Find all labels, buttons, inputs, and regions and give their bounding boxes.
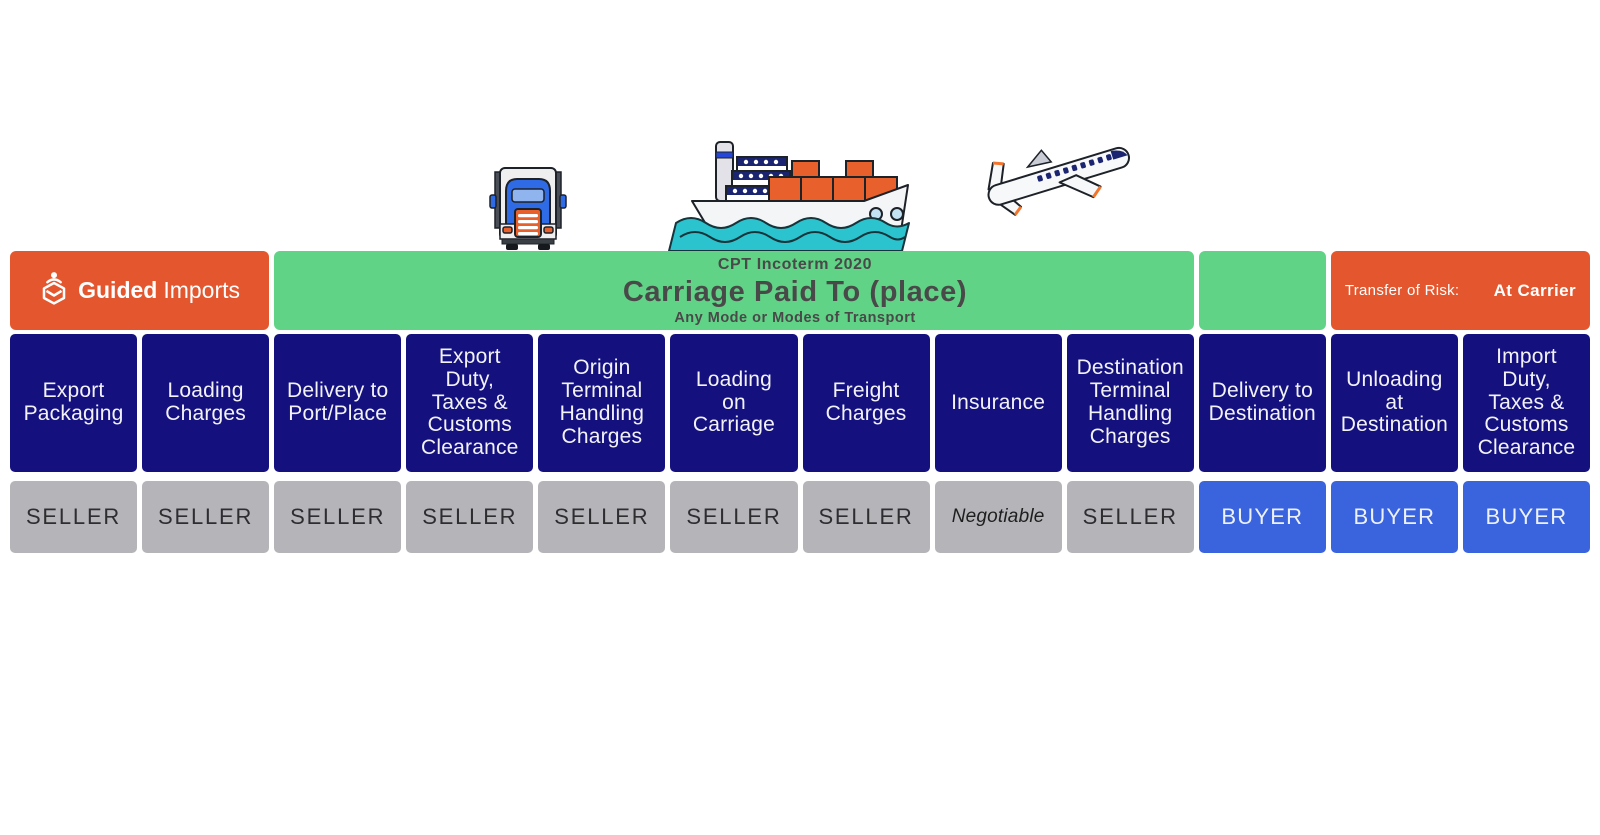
- party-cell: SELLER: [274, 481, 402, 553]
- party-cell-negotiable: Negotiable: [934, 481, 1062, 553]
- cost-cell-delivery-to-port: Delivery to Port/Place: [274, 334, 402, 472]
- cost-cell-loading-on-carriage: Loading on Carriage: [670, 334, 798, 472]
- risk-label: Transfer of Risk:: [1344, 282, 1460, 299]
- party-cell: SELLER: [406, 481, 534, 553]
- banner-green-extension: [1198, 251, 1326, 330]
- brand-name-bold: Guided: [78, 277, 158, 303]
- banner-green-main: [274, 251, 1194, 330]
- cost-cell-freight-charges: Freight Charges: [802, 334, 930, 472]
- guided-imports-logo-icon: [39, 271, 69, 310]
- brand-name-regular: Imports: [163, 277, 241, 303]
- party-row: SELLER SELLER SELLER SELLER SELLER SELLE…: [10, 481, 1590, 553]
- airplane-icon: [980, 134, 1140, 220]
- transfer-of-risk-badge: Transfer of Risk: At Carrier: [1330, 251, 1590, 330]
- cost-cell-origin-terminal: Origin Terminal Handling Charges: [538, 334, 666, 472]
- party-cell: BUYER: [1462, 481, 1590, 553]
- party-cell: BUYER: [1198, 481, 1326, 553]
- cargo-ship-icon: [664, 139, 914, 255]
- party-cell: SELLER: [10, 481, 138, 553]
- cost-cell-loading-charges: Loading Charges: [142, 334, 270, 472]
- party-cell: SELLER: [1066, 481, 1194, 553]
- cost-cell-delivery-to-destination: Delivery to Destination: [1198, 334, 1326, 472]
- cost-cell-destination-terminal: Destination Terminal Handling Charges: [1066, 334, 1194, 472]
- party-cell: SELLER: [538, 481, 666, 553]
- party-cell: SELLER: [802, 481, 930, 553]
- party-cell: SELLER: [670, 481, 798, 553]
- truck-icon: [489, 167, 567, 251]
- cost-cell-export-packaging: Export Packaging: [10, 334, 138, 472]
- cost-row: Export Packaging Loading Charges Deliver…: [10, 334, 1590, 472]
- party-cell: BUYER: [1330, 481, 1458, 553]
- cost-cell-unloading-at-destination: Unloading at Destination: [1330, 334, 1458, 472]
- cost-cell-export-duty: Export Duty, Taxes & Customs Clearance: [406, 334, 534, 472]
- cost-cell-insurance: Insurance: [934, 334, 1062, 472]
- party-cell: SELLER: [142, 481, 270, 553]
- risk-value: At Carrier: [1493, 280, 1576, 300]
- cost-cell-import-duty: Import Duty, Taxes & Customs Clearance: [1462, 334, 1590, 472]
